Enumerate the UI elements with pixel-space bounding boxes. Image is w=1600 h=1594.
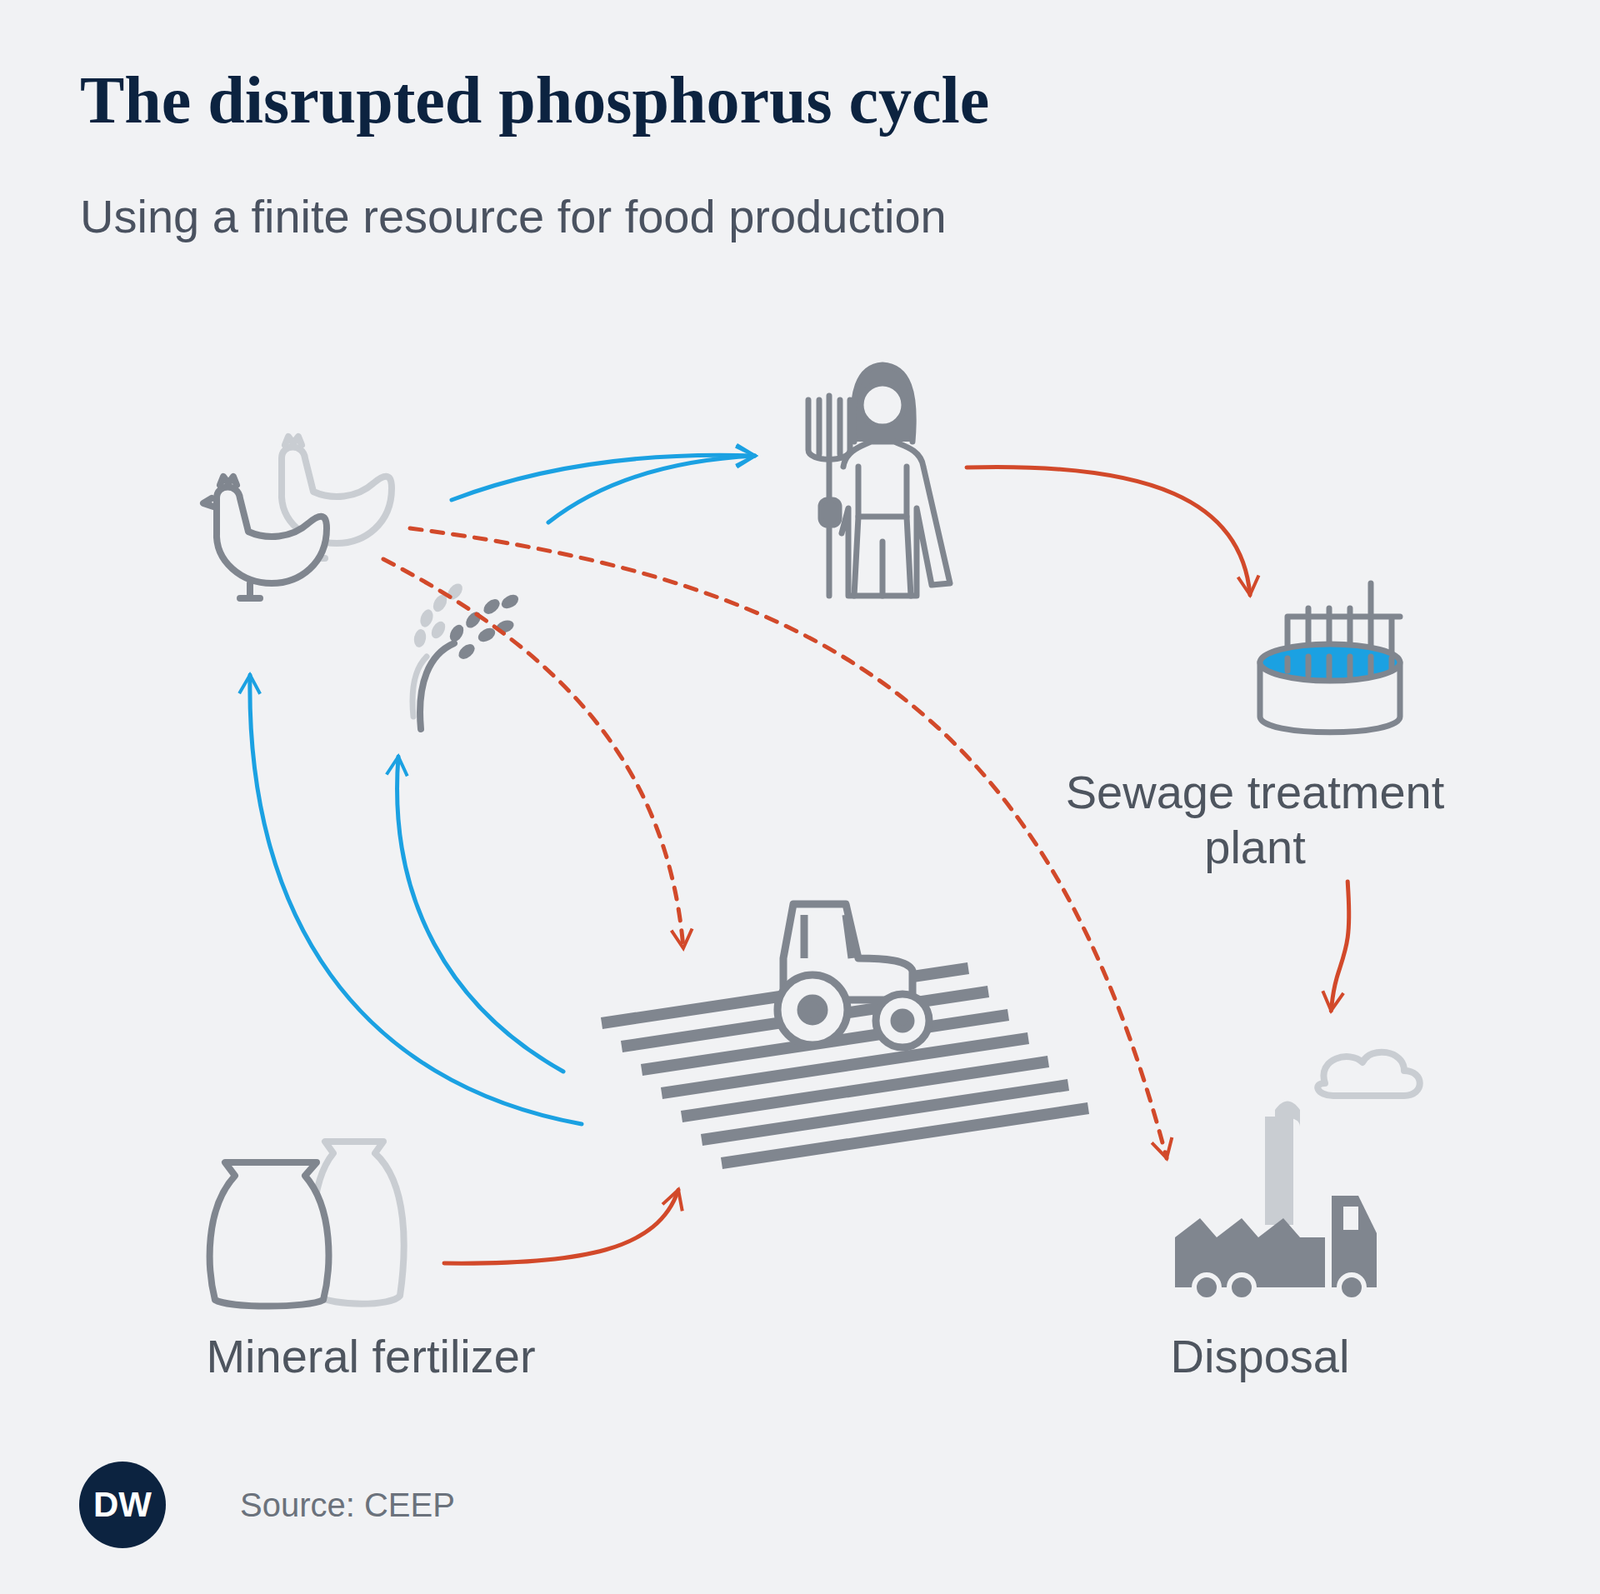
field-icon (601, 968, 1089, 1164)
field-stripe (681, 1061, 1049, 1117)
tractor-icon (777, 904, 930, 1048)
sewage-tank-icon (1260, 583, 1400, 733)
farmer-icon (808, 365, 950, 596)
subtitle: Using a finite resource for food product… (80, 188, 947, 245)
field-stripe (701, 1085, 1069, 1140)
node-label: Sewage treatment plant (1023, 765, 1487, 875)
flow-connector (1330, 881, 1349, 1011)
flow-arrow (397, 756, 564, 1072)
field-stripe (721, 1108, 1089, 1164)
node-label: Mineral fertilizer (126, 1329, 615, 1385)
fertilizer-bag-icon (210, 1141, 405, 1307)
flow-arrow (966, 466, 1250, 595)
node-label: Disposal (1128, 1329, 1392, 1385)
grain-icon (412, 580, 521, 730)
fertilizer-node: Mineral fertilizer (126, 1133, 615, 1391)
logo-circle (79, 1461, 166, 1549)
logo-text: DW (79, 1485, 166, 1525)
chicken-icon (203, 436, 392, 599)
disposal-truck-icon (1175, 1052, 1420, 1300)
loss-arrow (383, 559, 684, 949)
source-note: Source: CEEP (240, 1485, 455, 1525)
loss-arrow (410, 528, 1167, 1159)
title: The disrupted phosphorus cycle (80, 60, 990, 140)
sewage-plant-node: Sewage treatment plant (1023, 575, 1487, 882)
flow-arrow (548, 455, 755, 523)
flow-arrow (250, 675, 582, 1125)
disposal-node: Disposal (1128, 1012, 1392, 1391)
flow-arrow (444, 1190, 679, 1264)
field-stripe (661, 1038, 1029, 1094)
